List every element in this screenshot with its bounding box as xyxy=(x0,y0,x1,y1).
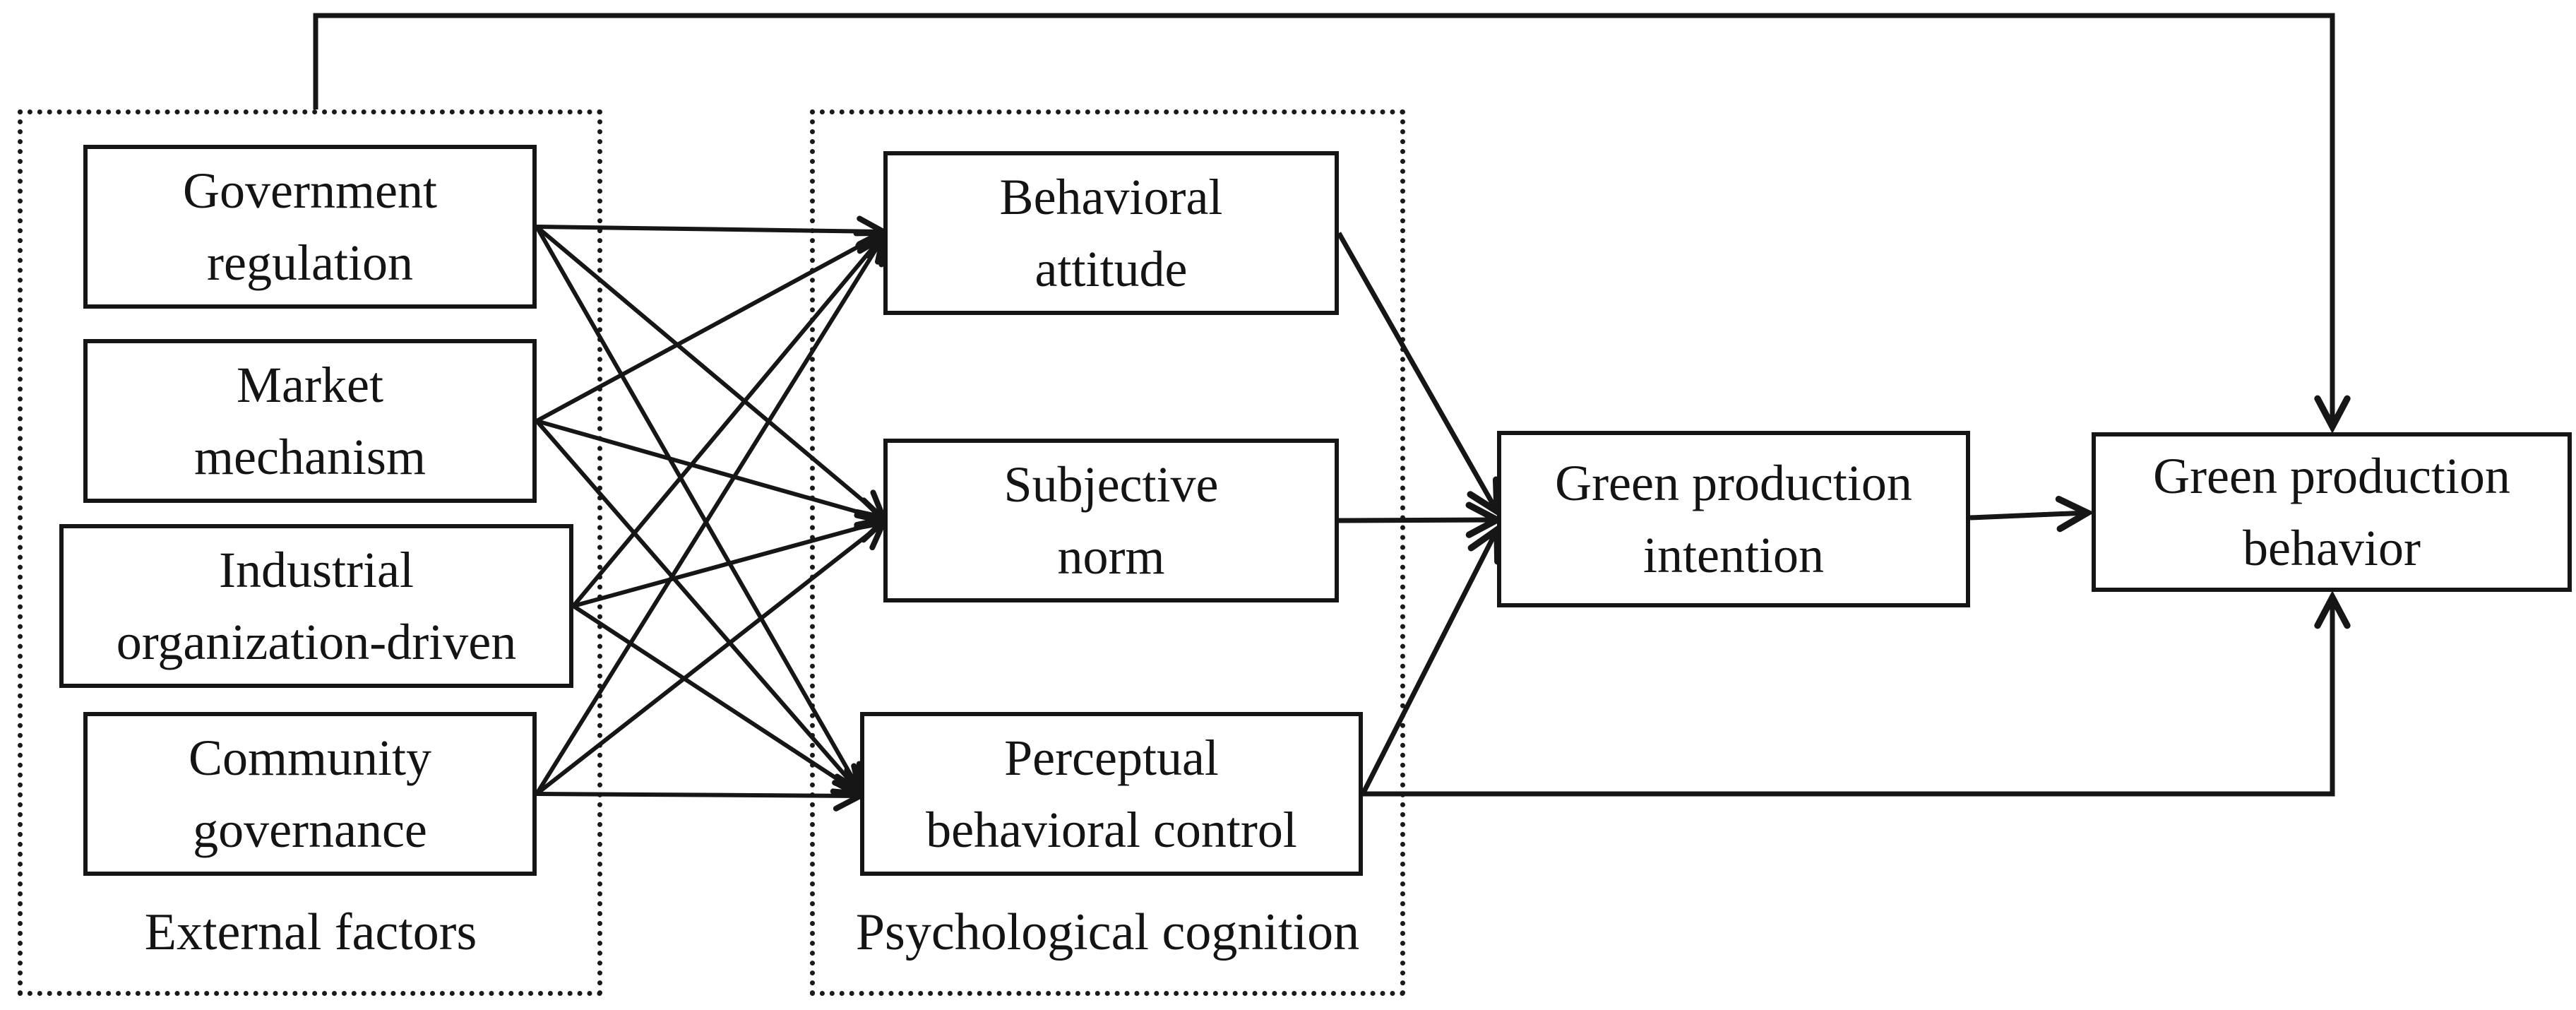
node-perceptual-behavioral-control: Perceptual behavioral control xyxy=(860,712,1363,876)
edge-market-mechanism-to-control xyxy=(535,420,860,792)
edge-industrial-org-to-control xyxy=(572,604,860,794)
node-industrial-organization-driven: Industrial organization-driven xyxy=(59,524,573,688)
label-psychological-cognition: Psychological cognition xyxy=(855,903,1360,961)
group-psychological-cognition xyxy=(810,109,1405,996)
node-green-production-intention: Green production intention xyxy=(1497,431,1970,607)
edge-community-gov-to-norm xyxy=(535,523,883,796)
edge-gov-regulation-to-control xyxy=(535,225,860,791)
edge-community-gov-to-control xyxy=(536,794,860,796)
edge-gov-regulation-to-attitude xyxy=(536,227,883,232)
group-external-factors xyxy=(18,109,602,996)
edge-gov-regulation-to-norm xyxy=(535,225,883,518)
node-community-governance: Community governance xyxy=(83,712,537,876)
edge-intention-to-behavior xyxy=(1969,513,2087,518)
edge-external-factors-to-behavior xyxy=(313,13,2332,427)
node-behavioral-attitude: Behavioral attitude xyxy=(883,151,1339,315)
edge-norm-to-intention xyxy=(1338,520,1497,521)
edge-industrial-org-to-attitude xyxy=(571,235,883,607)
node-subjective-norm: Subjective norm xyxy=(883,439,1339,602)
node-green-production-behavior: Green production behavior xyxy=(2092,432,2572,592)
edge-market-mechanism-to-attitude xyxy=(535,233,883,423)
edge-control-to-intention xyxy=(1360,530,1497,795)
edge-community-gov-to-attitude xyxy=(535,237,883,795)
edge-perceptual-control-to-behavior xyxy=(1363,598,2332,797)
label-external-factors: External factors xyxy=(144,903,477,961)
edge-industrial-org-to-norm xyxy=(573,521,883,608)
edge-attitude-to-intention xyxy=(1336,232,1497,511)
node-market-mechanism: Market mechanism xyxy=(83,339,537,503)
node-government-regulation: Government regulation xyxy=(83,145,537,309)
edge-market-mechanism-to-norm xyxy=(536,419,883,519)
